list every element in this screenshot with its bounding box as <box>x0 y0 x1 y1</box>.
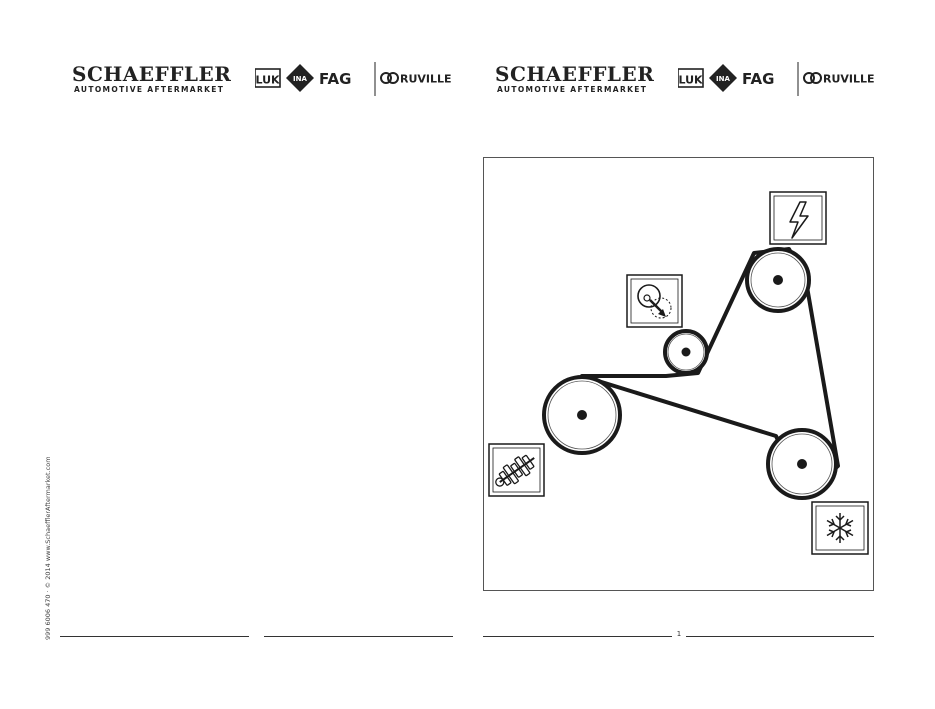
fag-text: FAG <box>742 70 774 88</box>
alternator-icon <box>769 191 827 245</box>
company-name: SCHAEFFLER <box>495 62 655 86</box>
fag-text: FAG <box>319 70 351 88</box>
footer-rule-left-2 <box>264 636 453 637</box>
ina-logo: INA <box>286 64 314 92</box>
alternator-pulley <box>745 247 811 313</box>
company-name: SCHAEFFLER <box>72 62 232 86</box>
ac-compressor-pulley <box>766 428 838 500</box>
footer-rule-left-1 <box>60 636 249 637</box>
ina-text: INA <box>293 75 307 83</box>
tensioner-pulley <box>663 329 709 375</box>
luk-logo: LUK <box>678 68 704 88</box>
page-number: 1 <box>676 630 682 638</box>
ruville-logo: RUVILLE <box>803 72 875 86</box>
luk-logo: LUK <box>255 68 281 88</box>
fag-logo: FAG <box>742 70 774 88</box>
document-reference: 999 6006 470 · © 2014 www.SchaefflerAfte… <box>44 456 52 640</box>
crankshaft-icon <box>488 443 545 497</box>
luk-text: LUK <box>255 74 280 87</box>
luk-text: LUK <box>678 74 703 87</box>
ruville-text: RUVILLE <box>823 73 875 86</box>
ac-compressor-icon <box>811 501 869 555</box>
crankshaft-pulley <box>542 375 622 455</box>
brand-logos: LUK INA FAG RUVILLE <box>678 62 878 98</box>
brand-logos: LUK INA FAG RUVILLE <box>255 62 455 98</box>
belt-routing-diagram <box>483 157 874 591</box>
ina-text: INA <box>716 75 730 83</box>
fag-logo: FAG <box>319 70 351 88</box>
header-left: SCHAEFFLER AUTOMOTIVE AFTERMARKET LUK IN… <box>72 62 452 100</box>
ruville-text: RUVILLE <box>400 73 452 86</box>
company-tagline: AUTOMOTIVE AFTERMARKET <box>497 85 648 94</box>
schaeffler-logo: SCHAEFFLER AUTOMOTIVE AFTERMARKET <box>72 62 232 95</box>
footer-rule-right-1 <box>483 636 672 637</box>
schaeffler-logo: SCHAEFFLER AUTOMOTIVE AFTERMARKET <box>495 62 655 95</box>
ina-logo: INA <box>709 64 737 92</box>
tensioner-icon <box>626 274 683 328</box>
ruville-logo: RUVILLE <box>380 72 452 86</box>
footer-rule-right-2 <box>686 636 874 637</box>
company-tagline: AUTOMOTIVE AFTERMARKET <box>74 85 225 94</box>
header-right: SCHAEFFLER AUTOMOTIVE AFTERMARKET LUK IN… <box>495 62 875 100</box>
